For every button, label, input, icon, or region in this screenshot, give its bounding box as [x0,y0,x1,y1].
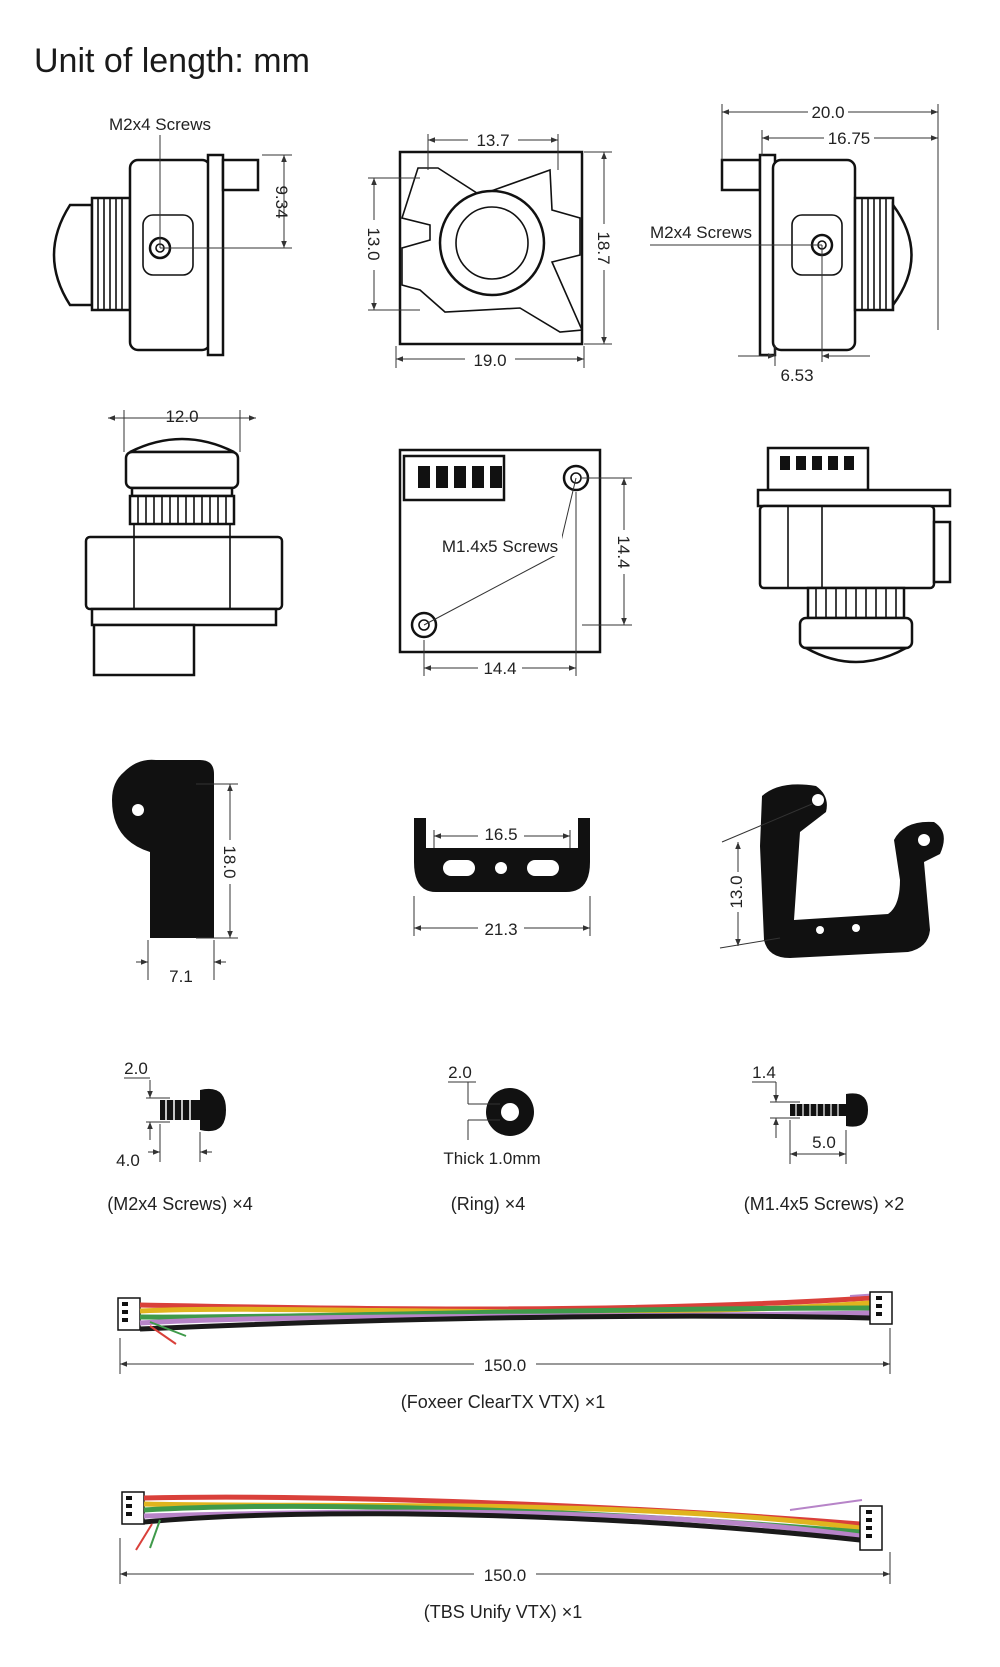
m2x4-screw-item: 2.0 4.0 (M2x4 Screws) ×4 [107,1059,253,1214]
m2-screw-caption: (M2x4 Screws) ×4 [107,1194,253,1214]
left-height-dim: 9.34 [272,185,291,218]
front-inner-width-dim: 13.7 [476,131,509,150]
back-hole-width-dim: 14.4 [483,659,516,678]
camera-back-view: M1.4x5 Screws 14.4 14.4 [398,448,636,678]
front-width-dim: 19.0 [473,351,506,370]
foxeer-cleartx-cable: 150.0 (Foxeer ClearTX VTX) ×1 [117,1291,893,1412]
m14-head-dim: 1.4 [752,1063,776,1082]
m14x5-screw-item: 1.4 5.0 (M1.4x5 Screws) ×2 [744,1063,905,1214]
right-screws-label: M2x4 Screws [650,223,752,242]
camera-left-side-view: M2x4 Screws 9.34 [52,115,292,357]
right-depth-body-dim: 16.75 [828,129,871,148]
top-width-dim: 12.0 [165,407,198,426]
flat-u-outer-dim: 21.3 [484,920,517,939]
front-height-dim: 18.7 [594,231,613,264]
right-depth-total-dim: 20.0 [811,103,844,122]
ring-size-dim: 2.0 [448,1063,472,1082]
camera-front-view: 13.7 13.0 18.7 19.0 [362,128,616,370]
ring-caption: (Ring) ×4 [451,1194,526,1214]
cable-1-caption: (Foxeer ClearTX VTX) ×1 [401,1392,606,1412]
left-screws-label: M2x4 Screws [109,115,211,134]
flat-u-bracket: 16.5 21.3 [413,818,591,939]
l-mount-width-dim: 7.1 [169,967,193,986]
cable-1-length-dim: 150.0 [484,1356,527,1375]
back-hole-height-dim: 14.4 [614,535,633,568]
ring-item: 2.0 Thick 1.0mm (Ring) ×4 [443,1063,540,1214]
camera-bottom-view [756,446,952,664]
tall-u-height-dim: 13.0 [727,875,746,908]
ring-thickness-note: Thick 1.0mm [443,1149,540,1168]
m14-screw-caption: (M1.4x5 Screws) ×2 [744,1194,905,1214]
tbs-unify-cable: 150.0 (TBS Unify VTX) ×1 [119,1491,891,1622]
front-inner-height-dim: 13.0 [364,227,383,260]
l-mount-bracket: 18.0 7.1 [112,759,242,986]
l-mount-height-dim: 18.0 [220,845,239,878]
m2-head-dim: 2.0 [124,1059,148,1078]
camera-right-side-view: 20.0 16.75 M2x4 Screws 6.53 [650,100,939,385]
cable-2-caption: (TBS Unify VTX) ×1 [424,1602,583,1622]
cable-2-length-dim: 150.0 [484,1566,527,1585]
page-title: Unit of length: mm [34,42,310,80]
right-screw-offset-dim: 6.53 [780,366,813,385]
tall-u-bracket: 13.0 [719,784,944,958]
flat-u-inner-dim: 16.5 [484,825,517,844]
camera-top-view: 12.0 [84,407,284,677]
m2-length-dim: 4.0 [116,1151,140,1170]
m14-length-dim: 5.0 [812,1133,836,1152]
back-screws-label: M1.4x5 Screws [442,537,558,556]
